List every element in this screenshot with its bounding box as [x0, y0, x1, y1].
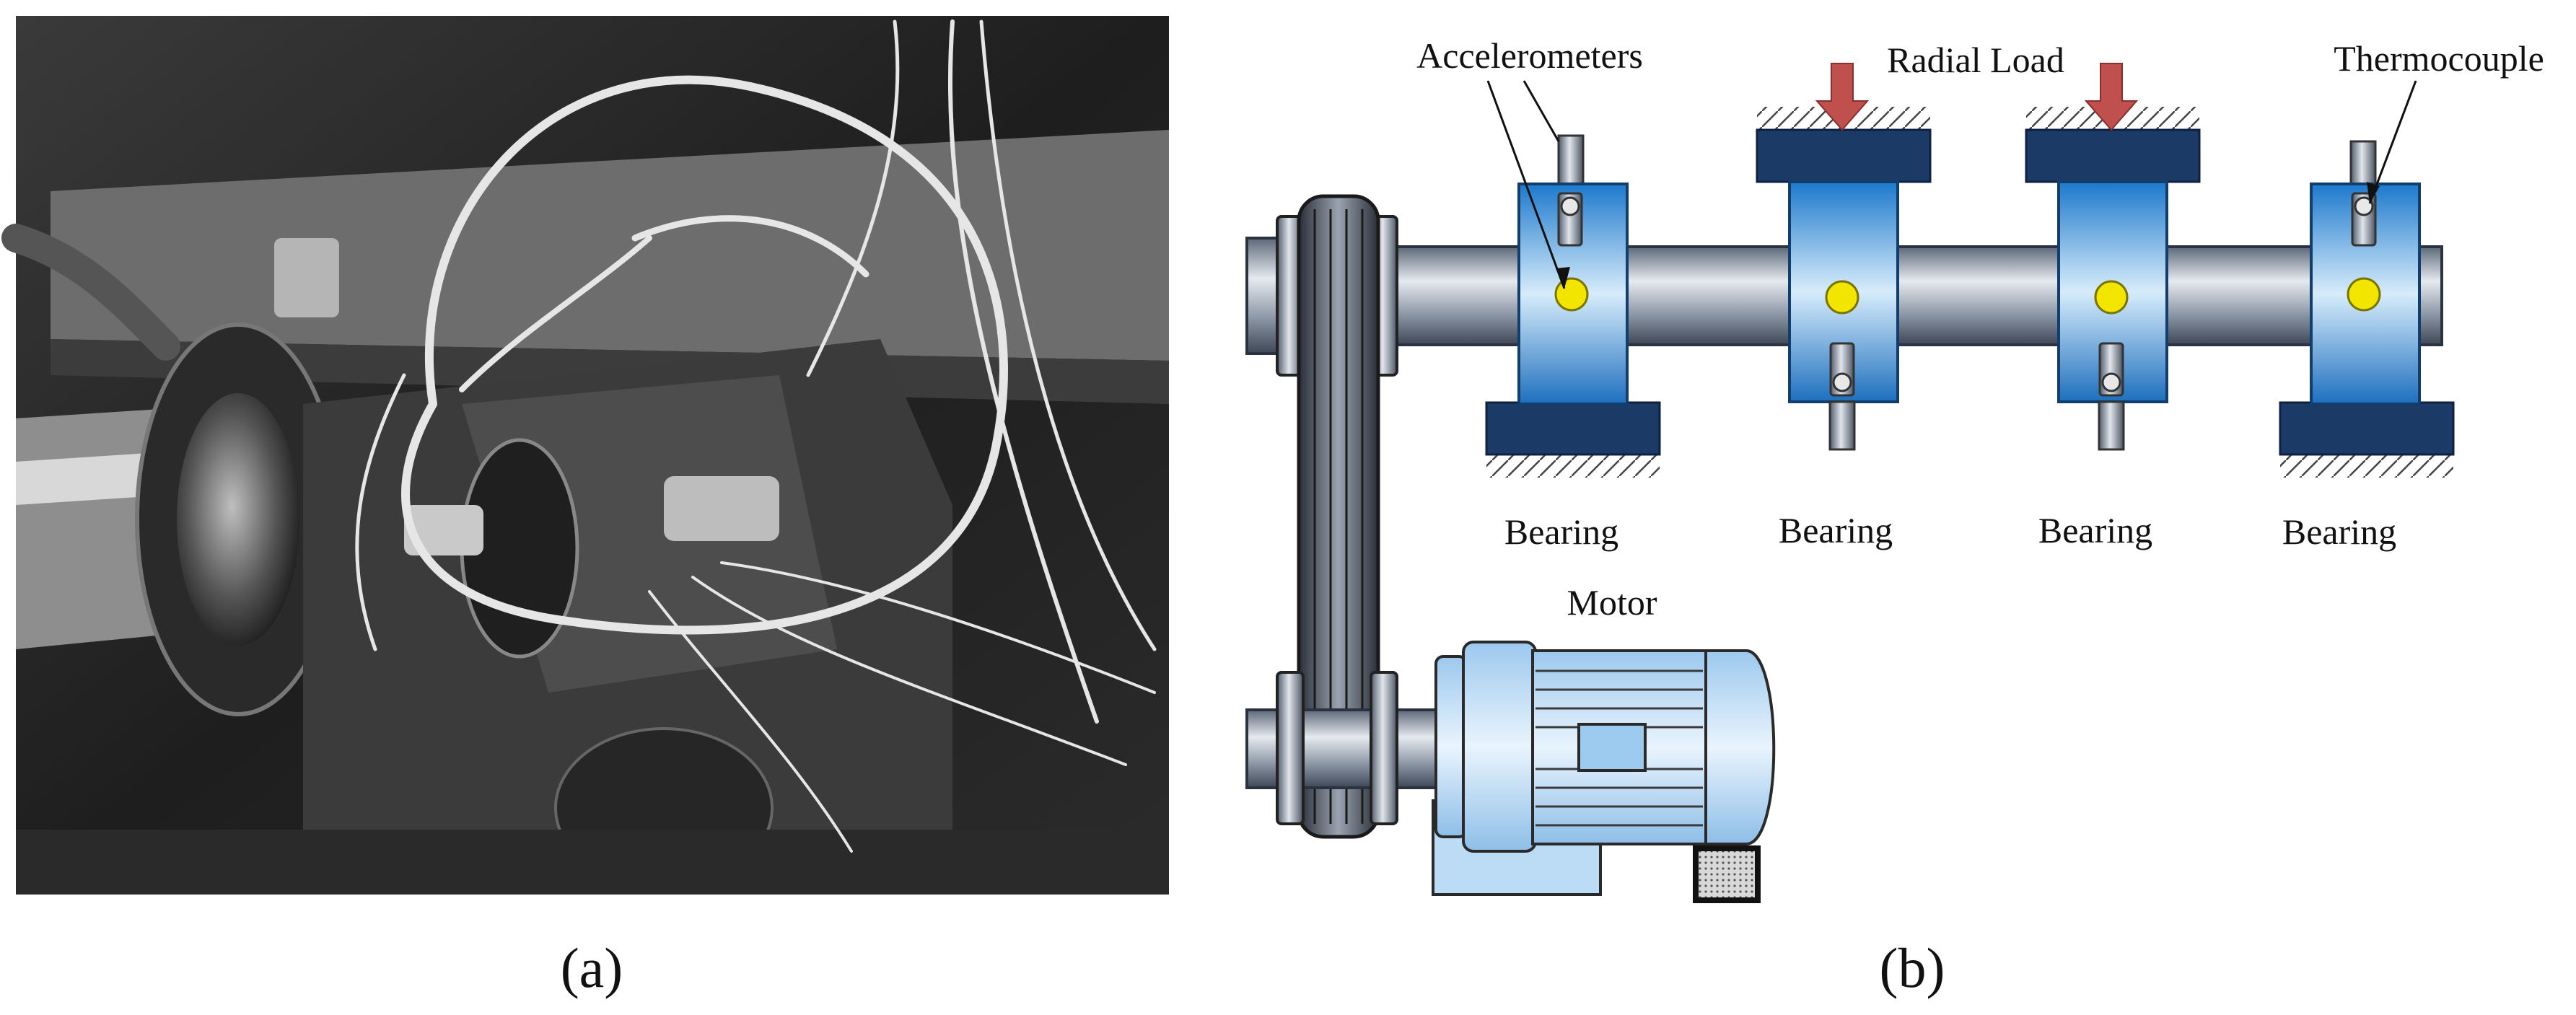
- thermocouple-arrowhead: [2367, 182, 2380, 203]
- motor-fan-box: [1693, 845, 1761, 903]
- photo-accelerometer-top: [274, 238, 339, 317]
- photo-sensor-small: [404, 505, 483, 555]
- accelerometer-arrowhead: [1556, 267, 1570, 289]
- bearing-3-sensor-dot: [2094, 280, 2129, 315]
- label-bearing-2: Bearing: [1779, 510, 1893, 550]
- bearing-2: [1756, 63, 1932, 451]
- ground-hatch-1: [1486, 453, 1660, 478]
- photo-hose: [1, 224, 180, 361]
- caption-a: (a): [561, 936, 623, 999]
- bearing-2-sensor-dot: [1825, 280, 1859, 315]
- photo-base-plate: [16, 830, 1169, 895]
- bearing-2-bottom-pin: [1828, 400, 1856, 451]
- lower-pulley-disc: [1276, 671, 1305, 825]
- bearing-1-sensor-dot: [1554, 277, 1589, 312]
- schematic-panel: Accelerometers Radial Load Thermocouple …: [1245, 35, 2544, 903]
- motor: [1432, 641, 1776, 903]
- motor-flange: [1434, 655, 1468, 838]
- bearing-1-top-pin: [1557, 134, 1585, 188]
- bearing-1-accelerometer-tip: [1560, 196, 1580, 216]
- bearing-3-base: [2025, 128, 2201, 183]
- photo-cables: [355, 19, 1157, 853]
- radial-load-arrow-1: [1815, 63, 1870, 131]
- bearing-4-sensor-dot: [2347, 277, 2381, 312]
- bearing-3-bottom-pin: [2098, 400, 2125, 451]
- bearing-4-base: [2279, 401, 2455, 456]
- leader-lines: [1486, 80, 2417, 289]
- caption-b: (b): [1880, 936, 1945, 999]
- lower-pulley-disc-2: [1370, 671, 1398, 825]
- label-radial-load: Radial Load: [1887, 40, 2064, 80]
- bearing-3: [2025, 63, 2201, 451]
- bearing-3-accelerometer-tip: [2101, 372, 2121, 392]
- bearing-1: [1485, 134, 1661, 456]
- photo-bearing-hub: [177, 393, 299, 646]
- bearing-4-top-pin: [2349, 140, 2377, 188]
- motor-terminal-box: [1577, 723, 1647, 772]
- motor-front-ring: [1462, 641, 1537, 853]
- motor-end-cap: [1704, 649, 1776, 845]
- bearing-4-thermocouple-tip: [2354, 196, 2374, 216]
- label-accelerometers: Accelerometers: [1416, 35, 1643, 76]
- radial-load-arrow-2: [2084, 63, 2139, 131]
- label-motor: Motor: [1567, 582, 1657, 623]
- label-thermocouple: Thermocouple: [2334, 38, 2544, 79]
- label-bearing-1: Bearing: [1504, 511, 1618, 552]
- ground-hatch-4: [2280, 453, 2453, 478]
- bearing-4: [2279, 140, 2455, 456]
- bearing-2-accelerometer-tip: [1832, 372, 1852, 392]
- photo-panel: [1, 16, 1169, 895]
- bearing-1-base: [1485, 401, 1661, 456]
- photo-sensor-body: [664, 476, 779, 541]
- bearing-2-base: [1756, 128, 1932, 183]
- label-bearing-4: Bearing: [2282, 511, 2396, 552]
- label-bearing-3: Bearing: [2038, 510, 2152, 550]
- drive-belt: [1297, 194, 1380, 839]
